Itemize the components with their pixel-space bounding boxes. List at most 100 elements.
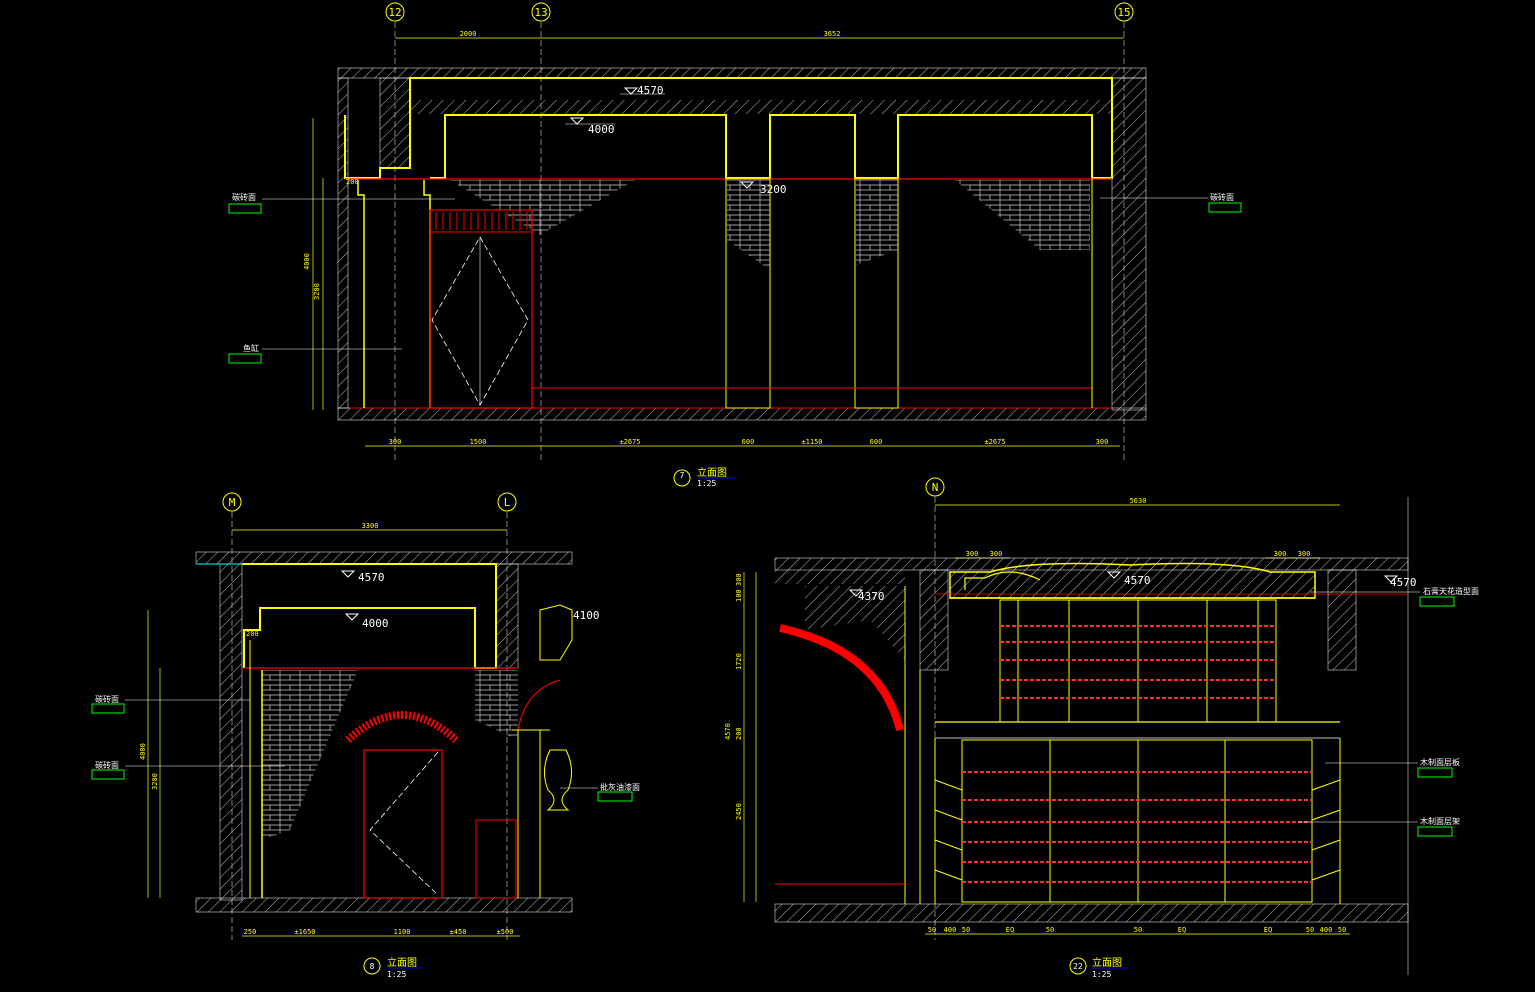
svg-text:碳砖面: 碳砖面 (232, 192, 256, 202)
svg-text:50: 50 (928, 926, 936, 934)
svg-text:50: 50 (1338, 926, 1346, 934)
svg-text:600: 600 (742, 438, 755, 446)
ceiling-slab (337, 67, 1147, 79)
tag-brick-face-right: 碳砖面 (1100, 192, 1242, 213)
svg-text:1:25: 1:25 (387, 970, 406, 979)
svg-text:300: 300 (1274, 550, 1287, 558)
svg-text:EQ: EQ (1178, 926, 1186, 934)
svg-text:批灰油漆面: 批灰油漆面 (600, 782, 640, 792)
svg-text:±1650: ±1650 (294, 928, 315, 936)
title-left: 8 立面图 1:25 (363, 956, 422, 979)
svg-text:立面图: 立面图 (697, 466, 727, 479)
tag-brick-face-left-1: 碳砖面 (91, 694, 250, 714)
svg-text:±1150: ±1150 (801, 438, 822, 446)
svg-text:50: 50 (1306, 926, 1314, 934)
elevation-top: 12 13 15 2000 3652 (228, 2, 1242, 488)
svg-text:4100: 4100 (573, 609, 600, 622)
svg-text:250: 250 (244, 928, 257, 936)
svg-text:600: 600 (870, 438, 883, 446)
svg-text:200: 200 (346, 178, 359, 186)
svg-text:1:25: 1:25 (697, 479, 716, 488)
svg-text:EQ: EQ (1006, 926, 1014, 934)
arched-door (363, 749, 443, 899)
svg-text:3200: 3200 (151, 773, 159, 790)
svg-text:碳砖面: 碳砖面 (95, 760, 119, 770)
svg-text:±2675: ±2675 (984, 438, 1005, 446)
svg-text:鱼缸: 鱼缸 (243, 343, 259, 353)
svg-text:3200: 3200 (313, 283, 321, 300)
level-4570-right-a: 4570 (1106, 571, 1151, 587)
svg-text:4570: 4570 (358, 571, 385, 584)
svg-text:4570: 4570 (1124, 574, 1151, 587)
svg-text:4370: 4370 (858, 590, 885, 603)
svg-text:300: 300 (389, 438, 402, 446)
svg-text:N: N (932, 481, 939, 494)
tag-wood-rack: 木制面层架 (1298, 816, 1460, 837)
svg-text:M: M (229, 496, 236, 509)
svg-text:400: 400 (1320, 926, 1333, 934)
svg-text:50: 50 (1046, 926, 1054, 934)
svg-text:4000: 4000 (588, 123, 615, 136)
svg-text:L: L (504, 496, 511, 509)
svg-text:4570: 4570 (637, 84, 664, 97)
grid-bubble-M: M (222, 492, 242, 512)
svg-text:300: 300 (1298, 550, 1311, 558)
grid-bubble-13: 13 (531, 2, 551, 22)
svg-text:5630: 5630 (1130, 497, 1147, 505)
svg-text:15: 15 (1117, 6, 1130, 19)
svg-text:碳砖面: 碳砖面 (95, 694, 119, 704)
tag-brick-face-left: 碳砖面 (228, 192, 455, 214)
grid-bubble-12: 12 (385, 2, 405, 22)
level-4000: 4000 (565, 117, 615, 136)
svg-text:1720: 1720 (735, 653, 743, 670)
level-4570-right-b: 4570 (1383, 575, 1417, 589)
svg-text:木制面层架: 木制面层架 (1420, 816, 1460, 826)
ceiling-profile (344, 77, 1113, 179)
grid-bubble-N: N (925, 477, 945, 497)
svg-text:4570: 4570 (724, 723, 732, 740)
svg-text:立面图: 立面图 (387, 956, 417, 969)
svg-text:EQ: EQ (1264, 926, 1272, 934)
tag-fish-tank: 鱼缸 (228, 343, 402, 364)
floor-slab (337, 407, 1147, 421)
svg-text:300: 300 (1096, 438, 1109, 446)
svg-text:1500: 1500 (470, 438, 487, 446)
fish-tank (429, 209, 533, 409)
svg-text:3300: 3300 (362, 522, 379, 530)
level-4570-left: 4570 (340, 570, 385, 584)
tag-wood-panel: 木制面层板 (1325, 757, 1460, 778)
svg-text:12: 12 (388, 6, 401, 19)
top-dim-3652: 3652 (824, 30, 841, 38)
svg-text:±500: ±500 (497, 928, 514, 936)
svg-text:2450: 2450 (735, 803, 743, 820)
svg-text:400: 400 (944, 926, 957, 934)
svg-text:4000: 4000 (362, 617, 389, 630)
svg-text:22: 22 (1073, 962, 1083, 971)
svg-text:碳砖面: 碳砖面 (1210, 192, 1234, 202)
elevation-left: M L 3300 4570 4000 4100 (91, 492, 640, 979)
level-4100: 4100 (573, 609, 600, 622)
svg-text:1:25: 1:25 (1092, 970, 1111, 979)
svg-text:300: 300 (990, 550, 1003, 558)
svg-text:7: 7 (680, 471, 685, 480)
level-4000-left: 4000 (344, 613, 389, 630)
svg-text:300: 300 (735, 573, 743, 586)
svg-text:4000: 4000 (139, 743, 147, 760)
svg-text:木制面层板: 木制面层板 (1420, 757, 1460, 767)
tag-gypsum-ceiling: 石膏天花造型面 (1310, 586, 1479, 607)
tag-paint-finish: 批灰油漆面 (560, 782, 640, 802)
elevation-right: N 5630 300 300 300 300 4570 4370 (724, 477, 1479, 979)
svg-text:13: 13 (534, 6, 547, 19)
svg-text:300: 300 (966, 550, 979, 558)
svg-text:50: 50 (1134, 926, 1142, 934)
svg-text:石膏天花造型面: 石膏天花造型面 (1423, 586, 1479, 596)
grid-bubble-15: 15 (1114, 2, 1134, 22)
svg-text:8: 8 (370, 962, 375, 971)
svg-text:50: 50 (962, 926, 970, 934)
svg-text:200: 200 (735, 727, 743, 740)
svg-text:200: 200 (246, 630, 259, 638)
svg-text:1100: 1100 (394, 928, 411, 936)
svg-text:100: 100 (735, 589, 743, 602)
svg-text:立面图: 立面图 (1092, 956, 1122, 969)
